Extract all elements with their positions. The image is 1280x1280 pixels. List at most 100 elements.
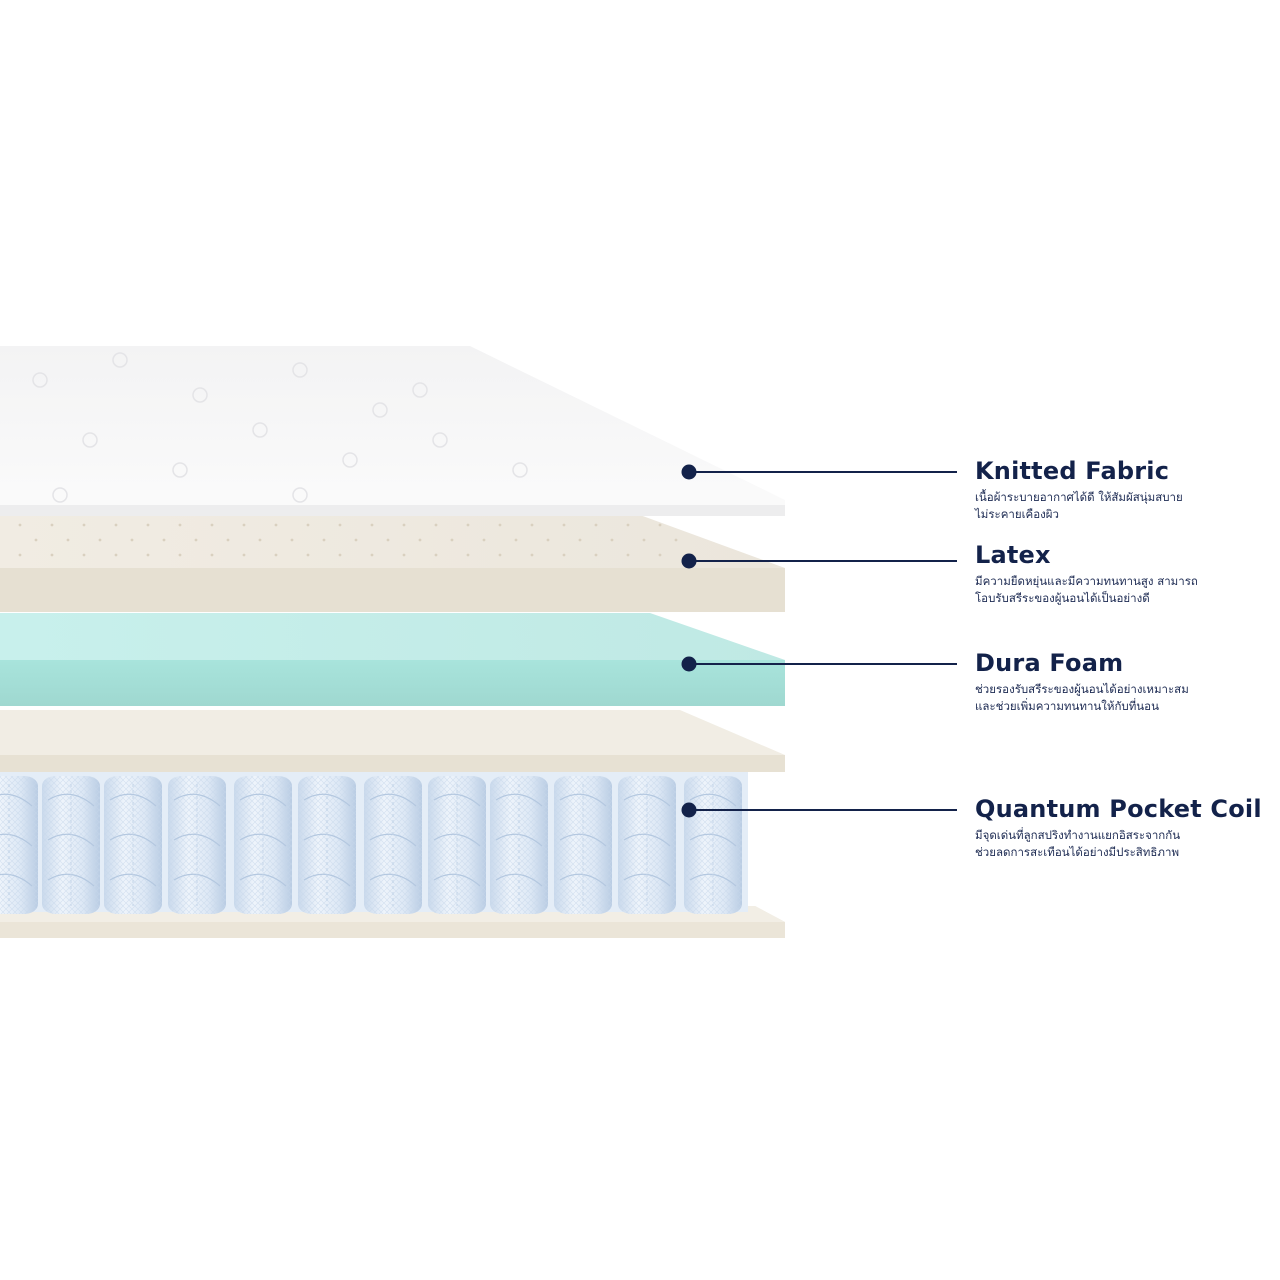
quilt-motif [52,487,68,503]
latex-hole [498,523,502,527]
latex-hole [18,523,22,527]
pocket-coil-spring [554,776,612,914]
latex-hole [546,538,550,542]
latex-hole [82,523,86,527]
latex-hole [466,553,470,557]
callouts [681,464,957,818]
latex-hole [626,553,630,557]
latex-layer [0,515,785,612]
latex-hole [610,538,614,542]
latex-hole [386,538,390,542]
latex-hole [562,553,566,557]
label-dura-foam: Dura Foam ช่วยรองรับสรีระของผู้นอนได้อย่… [975,648,1189,715]
callout-dot [681,553,697,569]
latex-hole [242,553,246,557]
fabric-quilt-pattern [32,352,528,503]
quilt-motif [192,387,208,403]
latex-hole [50,523,54,527]
latex-hole [578,538,582,542]
label-latex: Latex มีความยืดหยุ่นและมีความทนทานสูง สา… [975,540,1198,607]
pocket-coil-spring [298,776,356,914]
latex-hole [482,538,486,542]
latex-hole [210,553,214,557]
pocket-coil-spring [490,776,548,914]
latex-hole [114,553,118,557]
latex-hole [498,553,502,557]
latex-hole [402,523,406,527]
quilt-motif [512,462,528,478]
latex-hole [514,538,518,542]
latex-hole [66,538,70,542]
pocket-coil-spring [0,776,38,914]
latex-hole [658,553,662,557]
latex-hole [370,553,374,557]
latex-hole [18,553,22,557]
latex-hole [530,553,534,557]
latex-hole [162,538,166,542]
pocket-coil-spring [104,776,162,914]
latex-hole [274,523,278,527]
latex-hole [354,538,358,542]
latex-hole [658,523,662,527]
latex-hole [290,538,294,542]
pocket-coil-spring [618,776,676,914]
latex-hole [338,523,342,527]
base-top-board [0,710,785,772]
layer-title: Latex [975,541,1051,569]
latex-hole [98,538,102,542]
callout-leader [681,802,957,818]
layer-description-line-1: เนื้อผ้าระบายอากาศได้ดี ให้สัมผัสนุ่มสบา… [975,490,1183,504]
quilt-motif [432,432,448,448]
latex-hole [226,538,230,542]
latex-hole [146,523,150,527]
latex-hole [466,523,470,527]
latex-hole [178,523,182,527]
pocket-coil-spring [42,776,100,914]
quilt-motif [292,362,308,378]
dura-foam-layer [0,613,785,706]
latex-hole [626,523,630,527]
layer-description-line-2: ไม่ระคายเคืองผิว [975,507,1059,521]
callout-dot [681,802,697,818]
pocket-coil-spring [684,776,742,914]
callout-leader [681,656,957,672]
latex-hole [450,538,454,542]
latex-hole [34,538,38,542]
latex-hole [594,523,598,527]
latex-hole [178,553,182,557]
latex-hole [418,538,422,542]
latex-hole [258,538,262,542]
layer-title: Knitted Fabric [975,457,1170,485]
latex-hole [322,538,326,542]
latex-hole [146,553,150,557]
layer-description-line-1: ช่วยรองรับสรีระของผู้นอนได้อย่างเหมาะสม [975,682,1189,696]
latex-hole [338,553,342,557]
latex-hole [210,523,214,527]
quilt-motif [252,422,268,438]
latex-hole [674,538,678,542]
latex-hole [114,523,118,527]
latex-hole [130,538,134,542]
latex-hole [306,553,310,557]
layer-description-line-1: มีความยืดหยุ่นและมีความทนทานสูง สามารถ [975,574,1198,588]
latex-perforations [18,523,694,557]
layer-title: Quantum Pocket Coil [975,795,1262,823]
latex-hole [50,553,54,557]
quilt-motif [292,487,308,503]
callout-leader [681,553,957,569]
quilt-motif [112,352,128,368]
latex-hole [530,523,534,527]
callout-dot [681,656,697,672]
quilt-motif [412,382,428,398]
pocket-coil-spring [364,776,422,914]
layer-description-line-2: และช่วยเพิ่มความทนทานให้กับที่นอน [975,699,1159,713]
label-knitted-fabric: Knitted Fabric เนื้อผ้าระบายอากาศได้ดี ใ… [975,456,1183,523]
pocket-coil-spring [168,776,226,914]
latex-hole [370,523,374,527]
layer-title: Dura Foam [975,649,1124,677]
latex-hole [194,538,198,542]
latex-hole [434,523,438,527]
layer-description-line-2: โอบรับสรีระของผู้นอนได้เป็นอย่างดี [975,591,1150,605]
label-quantum-pocket-coil: Quantum Pocket Coil มีจุดเด่นที่ลูกสปริง… [975,794,1262,861]
